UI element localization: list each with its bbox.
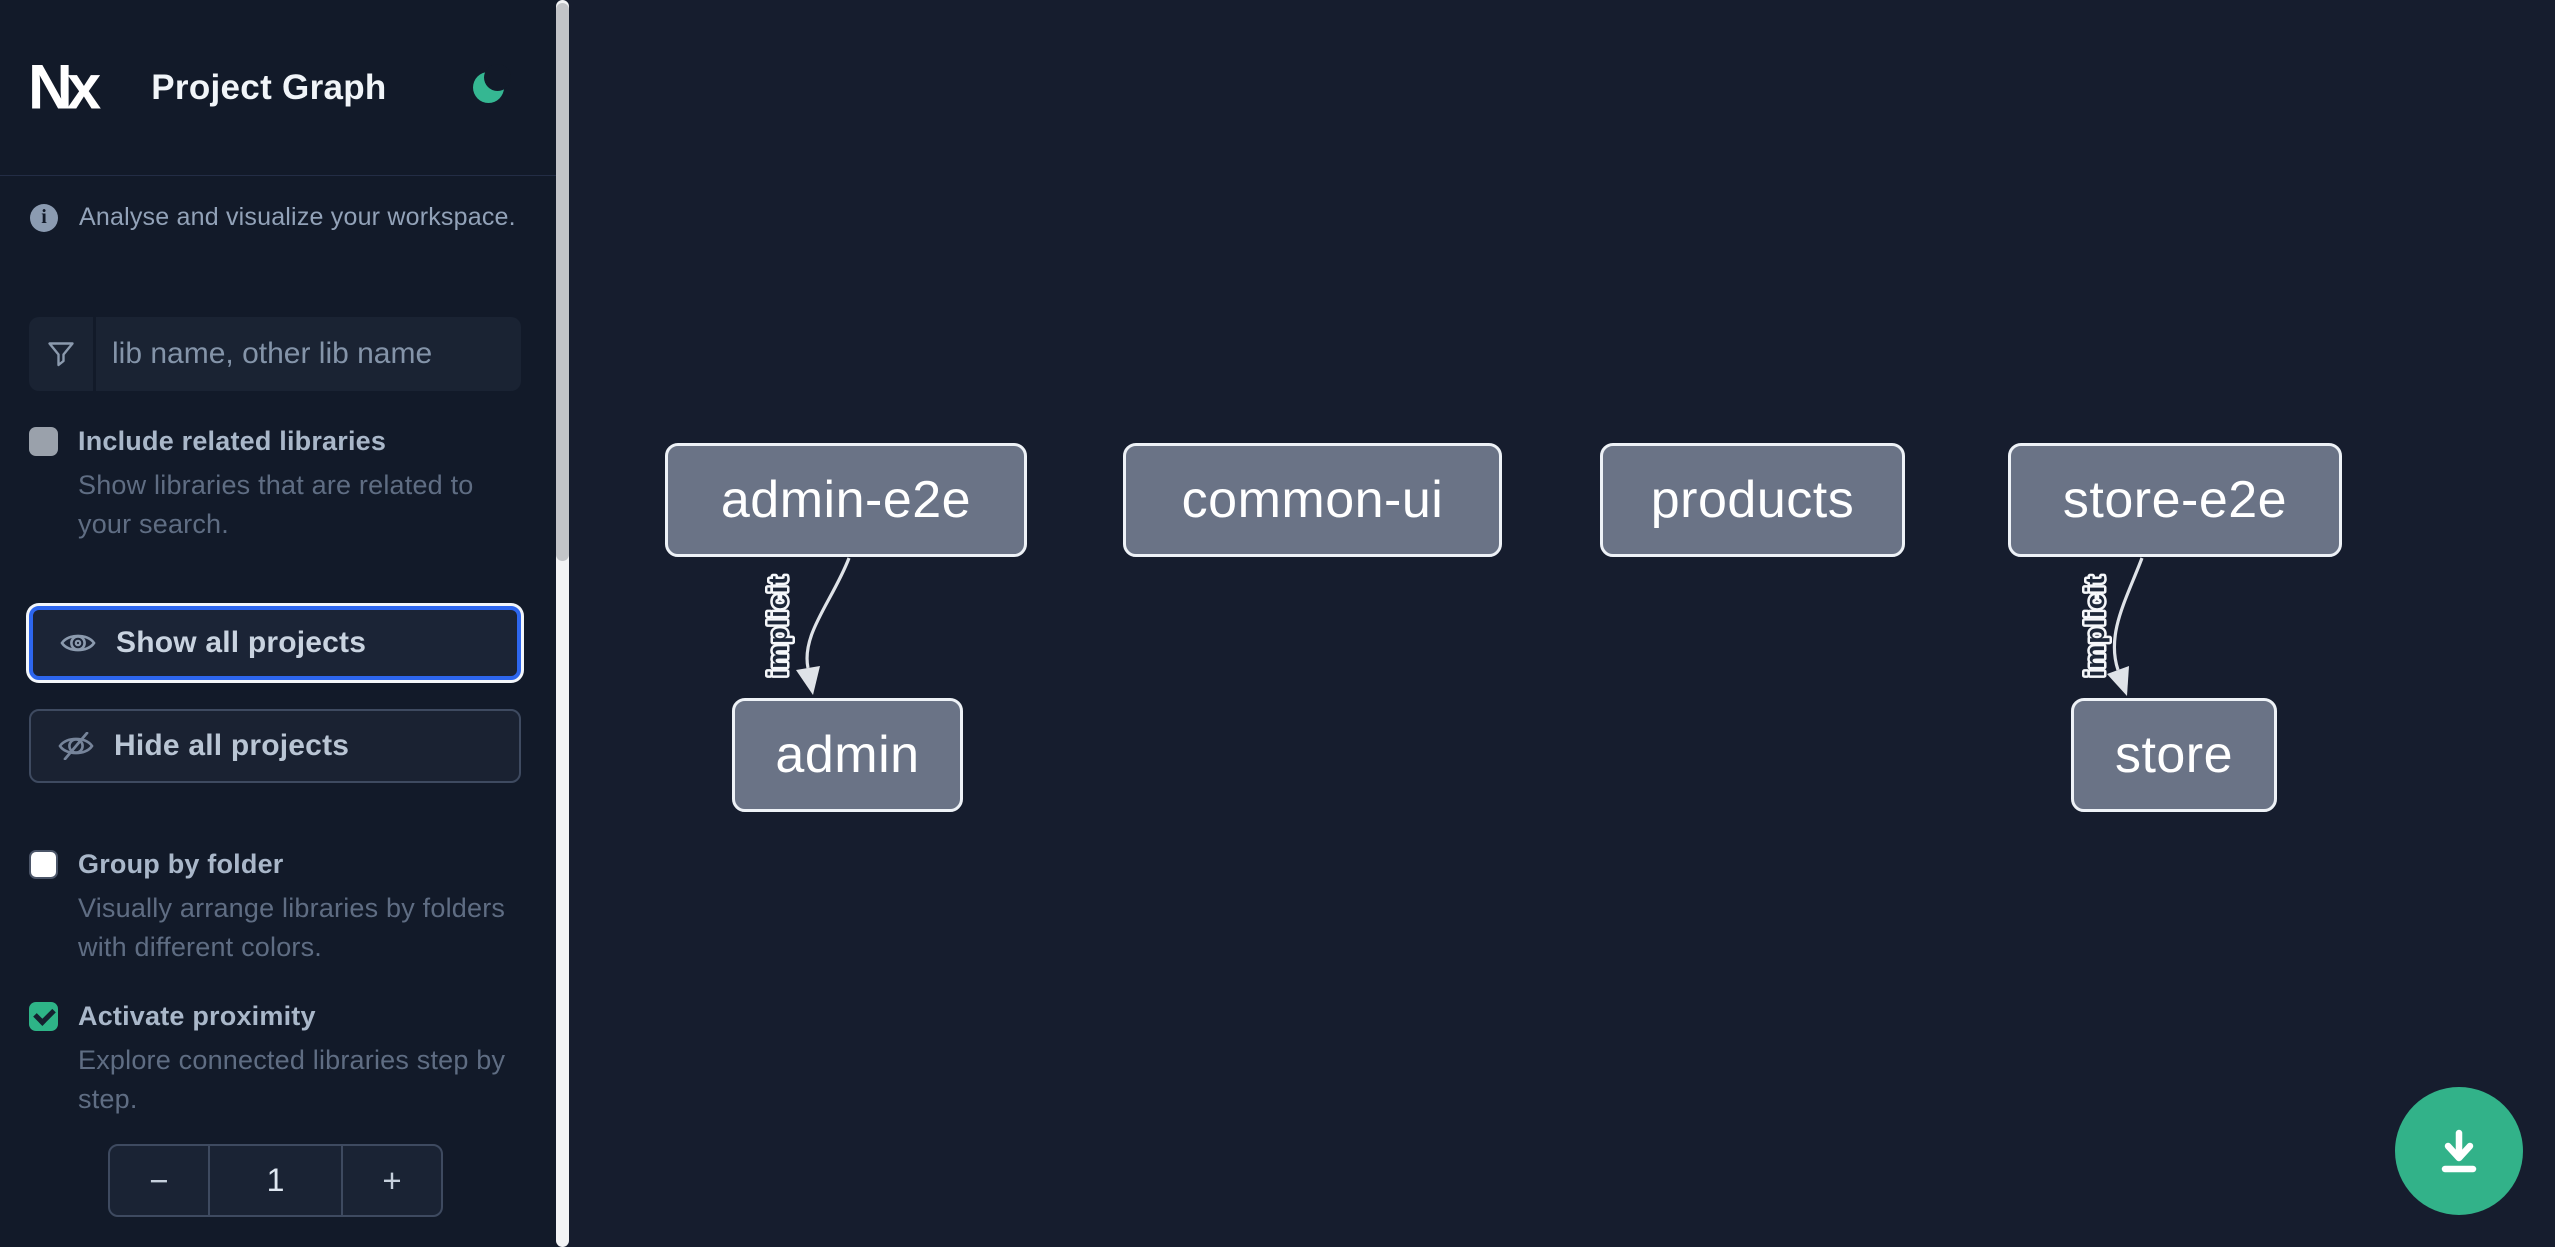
nx-logo: Nx [28,51,101,123]
download-graph-button[interactable] [2395,1087,2523,1215]
activate-proximity-checkbox[interactable] [29,1002,58,1031]
eye-icon [60,634,96,652]
graph-node-products[interactable]: products [1600,443,1905,557]
include-related-description: Show libraries that are related to your … [78,470,474,539]
edge-label-implicit: implicit [763,575,793,678]
group-by-folder-description: Visually arrange libraries by folders wi… [78,893,506,962]
graph-node-common-ui[interactable]: common-ui [1123,443,1502,557]
page-title: Project Graph [151,67,387,107]
tagline-text: Analyse and visualize your workspace. [79,203,516,231]
search-input[interactable] [96,317,521,391]
option-include-related: Include related libraries Show libraries… [29,426,507,544]
dark-mode-moon-icon[interactable] [473,64,511,103]
group-by-folder-label: Group by folder [78,849,284,879]
option-activate-proximity: Activate proximity Explore connected lib… [29,1001,507,1119]
hide-all-projects-label: Hide all projects [114,729,350,762]
activate-proximity-label: Activate proximity [78,1001,316,1031]
stepper-decrement-button[interactable]: − [149,1161,169,1199]
show-all-projects-label: Show all projects [116,626,367,659]
show-all-projects-button[interactable]: Show all projects [29,606,521,680]
hide-all-projects-button[interactable]: Hide all projects [29,709,521,783]
sidebar: Nx Project Graph i Analyse and visualize… [0,0,558,1247]
eye-off-icon [58,732,94,760]
group-by-folder-checkbox[interactable] [29,850,58,879]
filter-icon [29,317,96,391]
proximity-stepper: − 1 + [108,1144,443,1217]
edge-admin-e2e-admin: implicit [761,557,851,695]
activate-proximity-description: Explore connected libraries step by step… [78,1045,506,1114]
option-group-by-folder: Group by folder Visually arrange librari… [29,849,507,967]
graph-node-store[interactable]: store [2071,698,2277,812]
include-related-checkbox[interactable] [29,427,58,456]
stepper-increment-button[interactable]: + [382,1161,402,1199]
sidebar-scrollbar-thumb[interactable] [556,3,569,561]
graph-node-admin-e2e[interactable]: admin-e2e [665,443,1027,557]
arrowhead-icon [796,666,820,695]
arrowhead-icon [2107,666,2129,696]
info-icon: i [30,203,58,232]
edge-label-implicit: implicit [2080,575,2110,678]
tagline-row: i Analyse and visualize your workspace. [30,203,530,232]
edge-store-e2e-store: implicit [2078,557,2144,696]
search-bar [29,317,521,391]
stepper-value: 1 [208,1146,343,1215]
sidebar-header: Nx Project Graph [0,0,558,176]
graph-node-admin[interactable]: admin [732,698,963,812]
include-related-label: Include related libraries [78,426,387,456]
graph-node-store-e2e[interactable]: store-e2e [2008,443,2342,557]
download-icon [2441,1129,2477,1173]
